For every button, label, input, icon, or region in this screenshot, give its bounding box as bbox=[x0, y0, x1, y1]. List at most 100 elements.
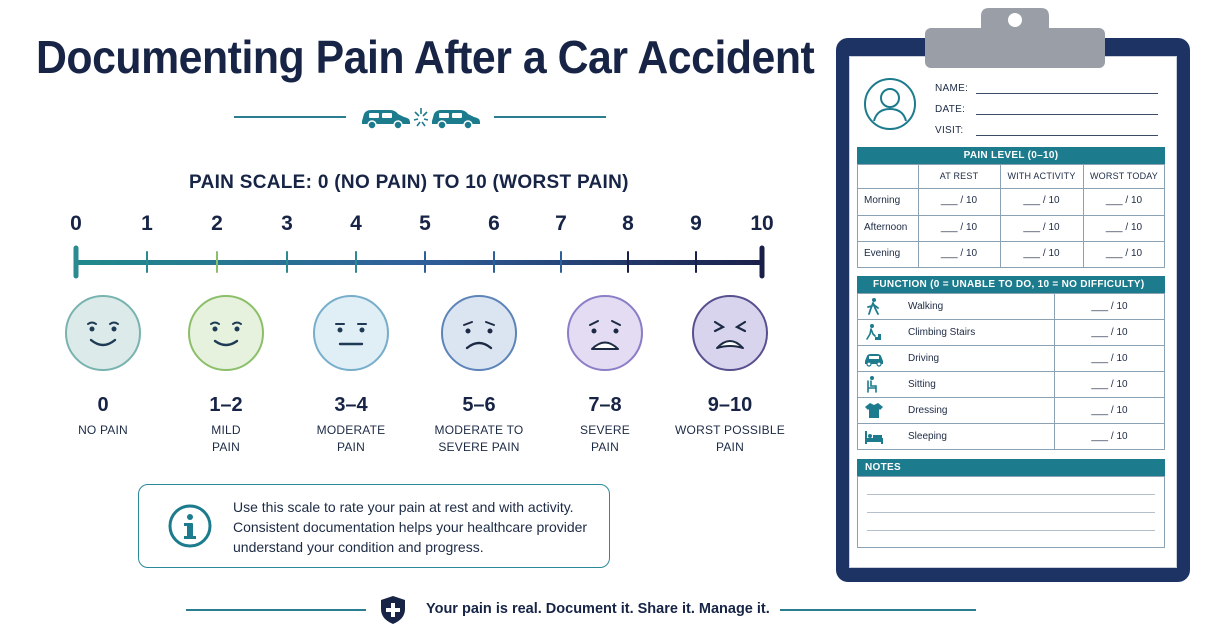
table-rule bbox=[857, 241, 1165, 242]
function-rating-field[interactable]: ___ / 10 bbox=[1091, 301, 1128, 312]
worried-face-icon bbox=[441, 295, 517, 371]
title-divider-left bbox=[234, 116, 346, 118]
shield-icon bbox=[381, 596, 405, 624]
function-rating-field[interactable]: ___ / 10 bbox=[1091, 353, 1128, 364]
neutral-face-icon bbox=[313, 295, 389, 371]
pain-level-table bbox=[857, 164, 1165, 268]
pain-row-label: Afternoon bbox=[864, 222, 908, 233]
table-rule bbox=[857, 397, 1165, 398]
table-rule bbox=[918, 164, 919, 268]
pain-column-header: AT REST bbox=[939, 171, 979, 181]
pain-rating-field[interactable]: ___ / 10 bbox=[1105, 195, 1143, 206]
function-row-label: Dressing bbox=[908, 405, 948, 416]
pain-rating-field[interactable]: ___ / 10 bbox=[1023, 222, 1060, 233]
table-rule bbox=[1000, 164, 1001, 268]
pain-description: MILD PAIN bbox=[211, 423, 241, 454]
chair-icon bbox=[867, 376, 877, 393]
table-rule bbox=[857, 319, 1165, 320]
car-collision-icon bbox=[362, 108, 480, 130]
scale-tick-label: 7 bbox=[555, 212, 567, 235]
pain-rating-field[interactable]: ___ / 10 bbox=[940, 222, 978, 233]
function-rating-field[interactable]: ___ / 10 bbox=[1091, 405, 1128, 416]
pain-description: MODERATE PAIN bbox=[316, 423, 386, 454]
scale-tick-label: 0 bbox=[70, 212, 82, 235]
title-divider-right bbox=[494, 116, 606, 118]
footer-divider-right bbox=[780, 609, 976, 611]
pain-rating-field[interactable]: ___ / 10 bbox=[1105, 248, 1143, 259]
visit-label: VISIT: bbox=[935, 125, 964, 136]
note-line bbox=[867, 530, 1155, 531]
shirt-icon bbox=[865, 403, 883, 418]
note-line bbox=[867, 512, 1155, 513]
pain-range-label: 1–2 bbox=[209, 394, 243, 416]
pain-log-form bbox=[849, 56, 1177, 568]
page-title: Documenting Pain After a Car Accident bbox=[36, 31, 815, 83]
function-row-label: Sitting bbox=[908, 379, 936, 390]
pain-description: SEVERE PAIN bbox=[580, 423, 630, 454]
pain-range-label: 9–10 bbox=[707, 394, 753, 416]
info-icon bbox=[168, 504, 212, 548]
pain-range-label: 5–6 bbox=[462, 394, 496, 416]
pain-rating-field[interactable]: ___ / 10 bbox=[1105, 222, 1143, 233]
name-label: NAME: bbox=[935, 83, 969, 94]
avatar-icon bbox=[864, 78, 916, 130]
scale-tick-label: 10 bbox=[750, 212, 774, 235]
pain-row-label: Evening bbox=[864, 248, 901, 259]
pain-rating-field[interactable]: ___ / 10 bbox=[940, 248, 978, 259]
table-rule bbox=[1054, 293, 1055, 450]
function-header: FUNCTION (0 = UNABLE TO DO, 10 = NO DIFF… bbox=[857, 276, 1165, 293]
scale-tick-label: 3 bbox=[281, 212, 293, 235]
scale-tick-label: 5 bbox=[419, 212, 431, 235]
pain-rating-field[interactable]: ___ / 10 bbox=[940, 195, 978, 206]
visit-field[interactable] bbox=[976, 135, 1158, 136]
table-rule bbox=[857, 423, 1165, 424]
scale-tick-label: 4 bbox=[350, 212, 362, 235]
crying-face-icon bbox=[692, 295, 768, 371]
footer-divider-left bbox=[186, 609, 366, 611]
function-rating-field[interactable]: ___ / 10 bbox=[1091, 379, 1128, 390]
pain-row-label: Morning bbox=[864, 195, 901, 206]
note-line bbox=[867, 494, 1155, 495]
function-row-label: Driving bbox=[908, 353, 940, 364]
table-rule bbox=[857, 188, 1165, 189]
scale-tick-label: 6 bbox=[488, 212, 500, 235]
scale-tick-label: 1 bbox=[141, 212, 153, 235]
footer-tagline: Your pain is real. Document it. Share it… bbox=[426, 601, 770, 617]
car-icon bbox=[865, 354, 883, 367]
scale-tick-label: 8 bbox=[622, 212, 634, 235]
pain-scale-bar bbox=[73, 245, 765, 279]
scale-tick-label: 9 bbox=[690, 212, 702, 235]
pain-description: MODERATE TO SEVERE PAIN bbox=[434, 423, 524, 454]
date-label: DATE: bbox=[935, 104, 966, 115]
scale-heading: PAIN SCALE: 0 (NO PAIN) TO 10 (WORST PAI… bbox=[189, 172, 629, 193]
function-rating-field[interactable]: ___ / 10 bbox=[1091, 327, 1128, 338]
pain-range-label: 7–8 bbox=[588, 394, 622, 416]
notes-area[interactable] bbox=[857, 476, 1165, 548]
walking-icon bbox=[867, 298, 879, 315]
pain-column-header: WORST TODAY bbox=[1089, 171, 1159, 181]
pain-level-header: PAIN LEVEL (0–10) bbox=[857, 147, 1165, 164]
info-text: Use this scale to rate your pain at rest… bbox=[233, 499, 588, 555]
clipboard-clip bbox=[925, 8, 1105, 68]
scale-tick-label: 2 bbox=[211, 212, 223, 235]
notes-header: NOTES bbox=[857, 459, 1165, 476]
function-rating-field[interactable]: ___ / 10 bbox=[1091, 431, 1128, 442]
function-row-label: Walking bbox=[908, 301, 944, 312]
table-rule bbox=[1083, 164, 1084, 268]
function-row-label: Sleeping bbox=[908, 431, 947, 442]
date-field[interactable] bbox=[976, 114, 1158, 115]
happy-face-icon bbox=[65, 295, 141, 371]
pain-description: WORST POSSIBLE PAIN bbox=[675, 423, 785, 454]
bed-icon bbox=[865, 431, 883, 444]
name-field[interactable] bbox=[976, 93, 1158, 94]
table-rule bbox=[857, 371, 1165, 372]
content-face-icon bbox=[188, 295, 264, 371]
function-row-label: Climbing Stairs bbox=[908, 327, 976, 338]
pain-range-label: 0 bbox=[97, 394, 109, 416]
pain-description: NO PAIN bbox=[78, 423, 128, 437]
pain-rating-field[interactable]: ___ / 10 bbox=[1023, 195, 1060, 206]
pain-rating-field[interactable]: ___ / 10 bbox=[1023, 248, 1060, 259]
pain-column-header: WITH ACTIVITY bbox=[1007, 171, 1076, 181]
pain-range-label: 3–4 bbox=[334, 394, 368, 416]
table-rule bbox=[857, 345, 1165, 346]
